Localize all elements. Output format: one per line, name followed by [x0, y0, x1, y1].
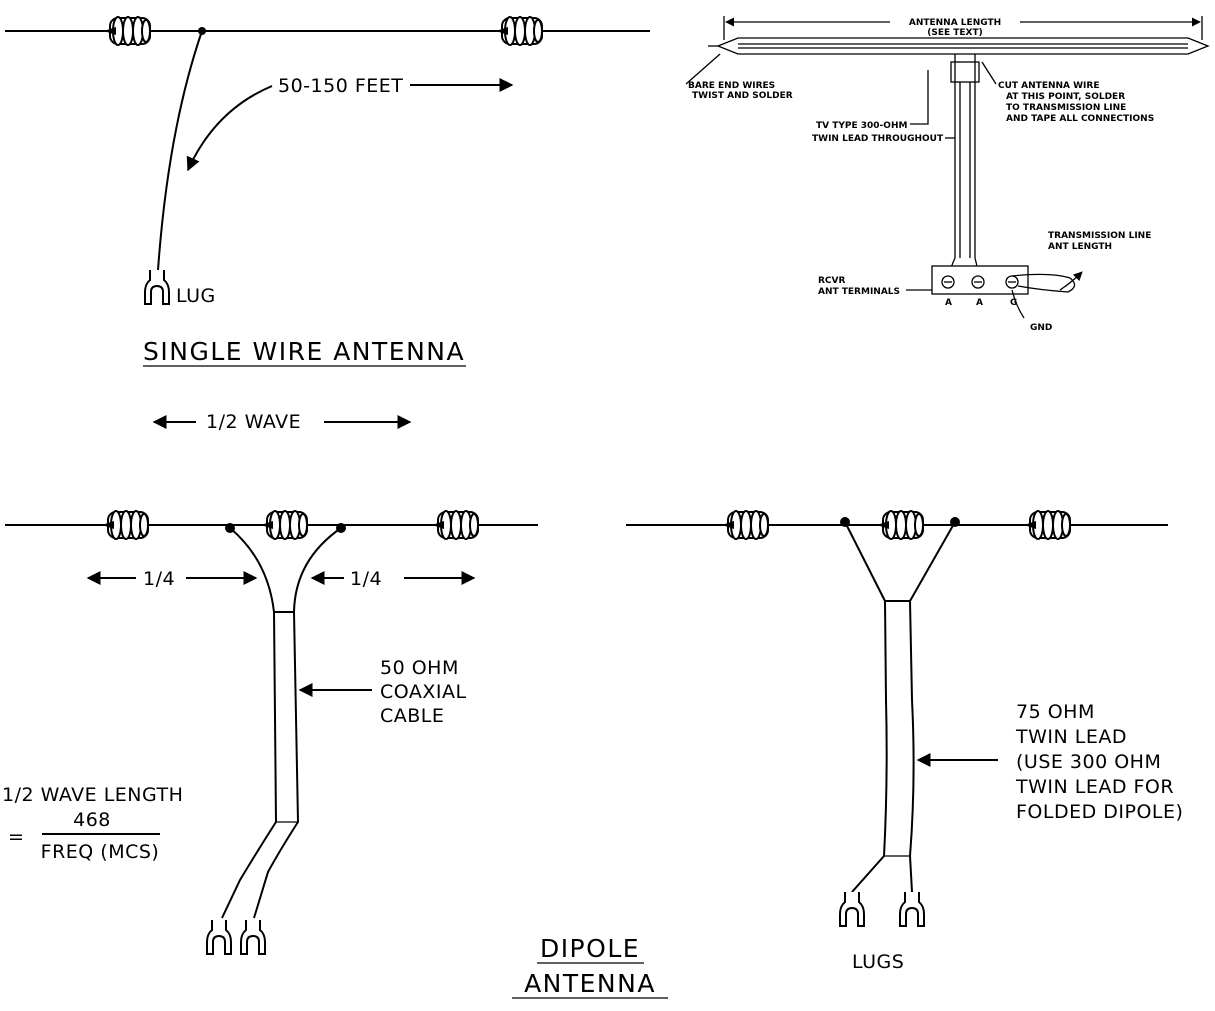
cut-label-1: CUT ANTENNA WIRE [998, 81, 1100, 91]
dipole-title-line-1: DIPOLE [540, 934, 640, 963]
terminal-a2: A [976, 298, 983, 308]
bare-end-label-1: BARE END WIRES [688, 81, 775, 91]
lead-label-3: (USE 300 OHM [1016, 751, 1161, 773]
cable-label-2: COAXIAL [380, 681, 467, 703]
insulator-icon [260, 510, 308, 540]
length-label: 50-150 FEET [278, 75, 403, 97]
folded-element [716, 37, 1210, 55]
dipole-title: DIPOLE ANTENNA [512, 934, 668, 999]
lead-label-1: 75 OHM [1016, 701, 1095, 723]
twin-lead-dipole: LUGS 75 OHM TWIN LEAD (USE 300 OHM TWIN … [626, 510, 1183, 973]
length-curve-arrow [186, 85, 273, 172]
antenna-length-label: ANTENNA LENGTH [909, 18, 1001, 28]
lug-icon [206, 919, 232, 955]
terminal-g: G [1010, 298, 1017, 308]
cable-label-1: 50 OHM [380, 657, 459, 679]
gnd-label: GND [1030, 323, 1052, 333]
lug-icon [839, 891, 865, 927]
lug-icon [144, 269, 170, 305]
dipole-title-line-2: ANTENNA [524, 969, 656, 998]
rcvr-label-1: RCVR [818, 276, 846, 286]
see-text-label: (SEE TEXT) [927, 28, 983, 38]
rcvr-label-2: ANT TERMINALS [818, 287, 900, 297]
lug-label: LUG [176, 285, 216, 307]
lug-icon [899, 891, 925, 927]
coax-dipole: 1/4 1/4 50 OHM COAXIAL CABLE [5, 510, 538, 955]
cable-label-3: CABLE [380, 705, 444, 727]
lead-label-4: TWIN LEAD FOR [1015, 776, 1174, 798]
lead-label-5: FOLDED DIPOLE) [1016, 801, 1183, 823]
lead-in-wire [157, 30, 203, 271]
coax-cable [221, 611, 278, 919]
single-wire-antenna: LUG 50-150 FEET SINGLE WIRE ANTENNA [5, 16, 650, 367]
bare-end-label-2: TWIST AND SOLDER [692, 91, 793, 101]
insulator-icon [1023, 510, 1071, 540]
formula-equals: = [8, 826, 24, 848]
quarter-right-label: 1/4 [350, 568, 382, 590]
half-wave-label: 1/2 WAVE [206, 411, 301, 433]
quarter-left-label: 1/4 [143, 568, 175, 590]
insulator-icon [876, 510, 924, 540]
lug-icon [240, 919, 266, 955]
formula-label: 1/2 WAVE LENGTH [2, 784, 183, 806]
half-wave-dimension: 1/2 WAVE [152, 411, 412, 433]
tv-lead-label-1: TV TYPE 300-OHM [816, 121, 907, 131]
lead-label-2: TWIN LEAD [1015, 726, 1127, 748]
cut-label-4: AND TAPE ALL CONNECTIONS [1006, 114, 1154, 124]
tl-label-2: ANT LENGTH [1048, 242, 1112, 252]
formula-denominator: FREQ (MCS) [41, 841, 160, 863]
formula-numerator: 468 [73, 809, 111, 831]
terminal-a1: A [945, 298, 952, 308]
insulator-icon [431, 510, 479, 540]
cut-label-2: AT THIS POINT, SOLDER [1006, 92, 1125, 102]
single-wire-title: SINGLE WIRE ANTENNA [143, 337, 465, 366]
insulator-icon [103, 16, 151, 46]
insulator-icon [495, 16, 543, 46]
twin-lead-cable [851, 600, 888, 893]
folded-dipole-detail: ANTENNA LENGTH (SEE TEXT) BARE END WIRES… [685, 16, 1210, 333]
wavelength-formula: 1/2 WAVE LENGTH = 468 FREQ (MCS) [2, 784, 183, 863]
lugs-label: LUGS [852, 951, 904, 973]
tl-label-1: TRANSMISSION LINE [1048, 231, 1151, 241]
insulator-icon [721, 510, 769, 540]
cut-label-3: TO TRANSMISSION LINE [1006, 103, 1126, 113]
insulator-icon [101, 510, 149, 540]
tv-lead-label-2: TWIN LEAD THROUGHOUT [812, 134, 944, 144]
